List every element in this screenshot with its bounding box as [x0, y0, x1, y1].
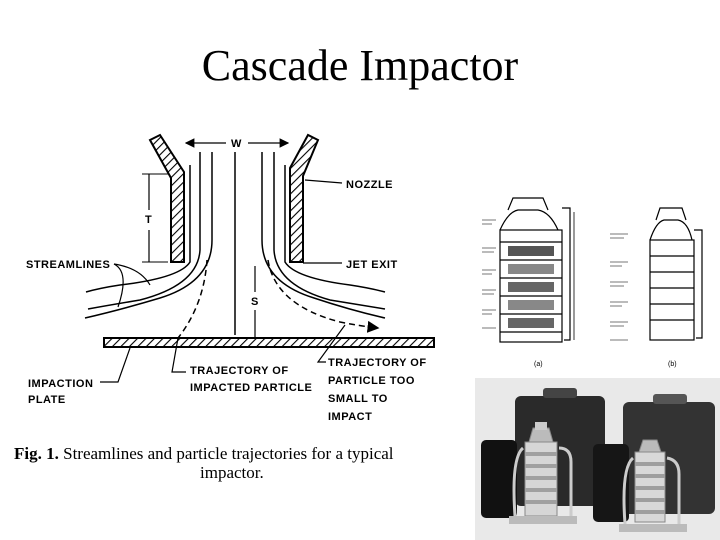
slide-title: Cascade Impactor — [201, 41, 519, 90]
label-traj-impacted-2: IMPACTED PARTICLE — [190, 382, 312, 394]
impaction-plate — [103, 337, 435, 348]
nozzle-wall-right — [289, 133, 320, 263]
label-impaction: IMPACTION — [28, 378, 93, 390]
label-s: S — [251, 296, 259, 308]
label-nozzle: NOZZLE — [346, 179, 393, 191]
label-a: (a) — [534, 361, 543, 368]
impactor-diagram: W T S NOZZLE JET EXIT STREAMLINES IMPACT… — [26, 133, 435, 423]
label-w: W — [231, 138, 242, 150]
label-traj-impacted-1: TRAJECTORY OF — [190, 365, 289, 377]
label-traj-small-1: TRAJECTORY OF — [328, 357, 427, 369]
label-traj-small-4: IMPACT — [328, 411, 372, 423]
impactor-drawing: (a) (b) — [478, 190, 718, 370]
label-b: (b) — [668, 361, 677, 368]
label-streamlines: STREAMLINES — [26, 259, 110, 271]
caption-line-2: impactor. — [200, 463, 264, 482]
impactor-photo — [475, 378, 720, 540]
caption-fig-number: Fig. 1. — [14, 444, 59, 463]
label-plate: PLATE — [28, 394, 66, 406]
label-traj-small-3: SMALL TO — [328, 393, 388, 405]
caption-line-1: Streamlines and particle trajectories fo… — [63, 444, 394, 463]
nozzle-wall-left — [148, 133, 185, 263]
label-traj-small-2: PARTICLE TOO — [328, 375, 415, 387]
label-t: T — [145, 214, 152, 226]
label-jet-exit: JET EXIT — [346, 259, 398, 271]
figure-caption: Fig. 1. Streamlines and particle traject… — [14, 444, 464, 482]
